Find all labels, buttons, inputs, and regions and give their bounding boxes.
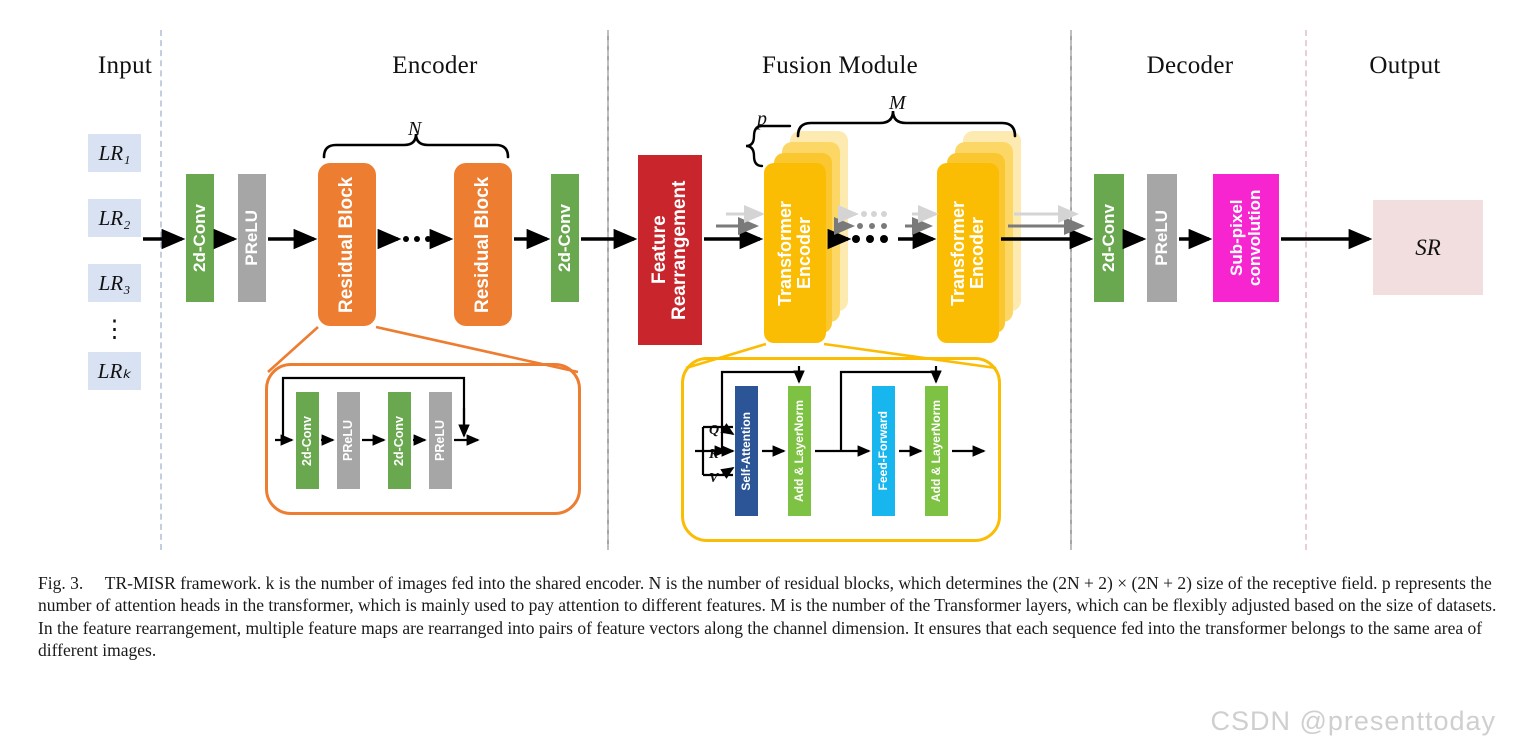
transformer-detail-add-norm-1: Add & LayerNorm — [788, 386, 811, 516]
encoder-conv-in: 2d-Conv — [186, 174, 214, 302]
input-chip-lr2: LR₂ — [88, 199, 141, 237]
input-ellipsis: ⋮ — [102, 316, 127, 343]
decoder-conv: 2d-Conv — [1094, 174, 1124, 302]
decoder-prelu: PReLU — [1147, 174, 1177, 302]
encoder-residual-block-last: Residual Block — [454, 163, 512, 326]
fusion-feature-rearrangement: Feature Rearrangement — [638, 155, 702, 345]
input-chip-lr1: LR₁ — [88, 134, 141, 172]
input-chip-lr3: LR₃ — [88, 264, 141, 302]
encoder-conv-out: 2d-Conv — [551, 174, 579, 302]
divider-fusion-decoder — [1070, 30, 1072, 550]
encoder-residual-block-first: Residual Block — [318, 163, 376, 326]
divider-encoder-fusion — [607, 30, 609, 550]
encoder-prelu-in: PReLU — [238, 174, 266, 302]
fusion-brace-label-p: p — [757, 108, 767, 130]
input-chip-lrk: LRₖ — [88, 352, 141, 390]
transformer-encoder-1: Transformer Encoder — [764, 163, 826, 343]
encoder-brace-label-n: N — [408, 118, 422, 140]
transformer-detail-add-norm-2: Add & LayerNorm — [925, 386, 948, 516]
divider-input-encoder — [160, 30, 162, 550]
fusion-brace-label-m: M — [889, 92, 906, 114]
csdn-watermark: CSDN @presenttoday — [1210, 706, 1496, 736]
transformer-detail-panel — [681, 357, 1001, 542]
figure-diagram: Input Encoder Fusion Module Decoder Outp… — [88, 30, 1483, 550]
residual-detail-conv1: 2d-Conv — [296, 392, 319, 489]
section-title-input: Input — [97, 52, 153, 79]
section-title-decoder: Decoder — [1146, 52, 1234, 79]
section-title-fusion: Fusion Module — [762, 52, 918, 79]
output-sr-image: SR — [1373, 200, 1483, 295]
transformer-detail-self-attention: Self-Attention — [735, 386, 758, 516]
caption-figure-number: Fig. 3. — [38, 573, 84, 593]
transformer-detail-label-k: K — [709, 447, 719, 462]
decoder-subpixel-convolution: Sub-pixel convolution — [1213, 174, 1279, 302]
residual-detail-prelu1: PReLU — [337, 392, 360, 489]
transformer-encoder-m: Transformer Encoder — [937, 163, 999, 343]
transformer-detail-feed-forward: Feed-Forward — [872, 386, 895, 516]
caption-text: TR-MISR framework. k is the number of im… — [38, 573, 1497, 661]
transformer-detail-label-q: Q — [709, 423, 720, 438]
residual-detail-prelu2: PReLU — [429, 392, 452, 489]
figure-caption: Fig. 3. TR-MISR framework. k is the numb… — [38, 572, 1498, 662]
residual-detail-conv2: 2d-Conv — [388, 392, 411, 489]
divider-decoder-output — [1305, 30, 1307, 550]
section-title-output: Output — [1369, 52, 1441, 79]
section-title-encoder: Encoder — [392, 52, 478, 79]
transformer-detail-label-v: V — [709, 471, 719, 486]
